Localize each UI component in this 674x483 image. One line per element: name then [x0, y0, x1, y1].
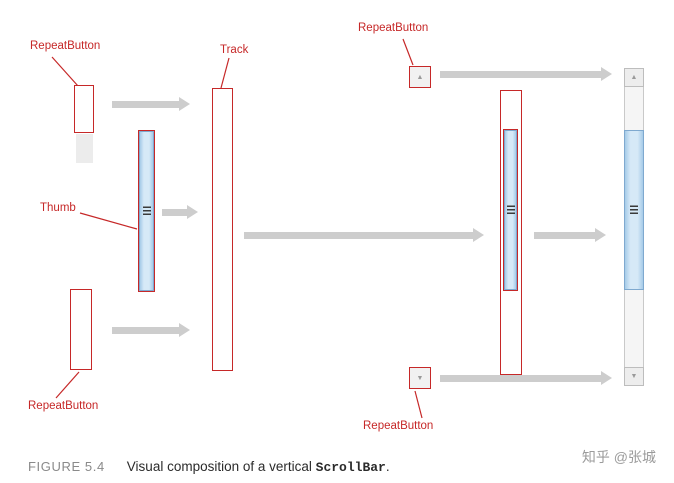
down-triangle-icon: ▼	[630, 373, 638, 380]
figure-caption: FIGURE 5.4 Visual composition of a verti…	[28, 459, 390, 475]
scrollbar-up-button: ▲	[624, 68, 644, 87]
track-part	[212, 88, 233, 371]
leader-thumb	[79, 212, 138, 230]
caption-code-text: ScrollBar	[315, 460, 386, 475]
repeatbutton-part-bottom-left	[70, 289, 92, 370]
label-thumb: Thumb	[40, 202, 76, 214]
repeatbutton-remnant	[76, 134, 93, 163]
leader-repeatbutton-bottom-left	[55, 371, 80, 399]
composite-thumb	[503, 129, 518, 291]
composite-thumb-fill	[504, 130, 517, 290]
arrow-top-left	[112, 97, 190, 111]
composite-track	[500, 90, 522, 375]
repeatbutton-down-part: ▼	[409, 367, 431, 389]
leader-repeatbutton-top-left	[51, 56, 79, 87]
label-track: Track	[220, 44, 249, 56]
repeatbutton-part-top-left	[74, 85, 94, 133]
arrow-center-long	[244, 228, 484, 242]
leader-repeatbutton-top-right	[402, 38, 414, 66]
thumb-grip-icon	[142, 206, 151, 216]
figure-canvas: RepeatButton Track Thumb RepeatButton Re…	[28, 22, 644, 432]
assembled-scrollbar: ▲ ▼	[624, 68, 644, 386]
label-repeatbutton-top-left: RepeatButton	[30, 40, 101, 52]
figure-number: FIGURE 5.4	[28, 459, 105, 474]
leader-repeatbutton-bottom-right	[414, 390, 423, 419]
thumb-grip-icon	[506, 205, 515, 215]
up-triangle-icon: ▲	[416, 73, 424, 81]
watermark: 知乎 @张城	[581, 449, 656, 465]
arrow-up-button	[440, 67, 612, 81]
label-repeatbutton-top-right: RepeatButton	[358, 22, 429, 34]
label-repeatbutton-bottom-left: RepeatButton	[28, 400, 99, 412]
down-triangle-icon: ▼	[416, 374, 424, 382]
arrow-thumb	[162, 205, 198, 219]
up-triangle-icon: ▲	[630, 74, 638, 81]
repeatbutton-up-part: ▲	[409, 66, 431, 88]
arrow-down-button	[440, 371, 612, 385]
arrow-bottom-left	[112, 323, 190, 337]
scrollbar-down-button: ▼	[624, 367, 644, 386]
leader-track	[220, 57, 230, 89]
caption-text: Visual composition of a vertical ScrollB…	[126, 459, 390, 475]
thumb-grip-icon	[630, 205, 638, 215]
scrollbar-thumb	[624, 130, 644, 290]
thumb-fill	[139, 131, 154, 291]
label-repeatbutton-bottom-right: RepeatButton	[363, 420, 434, 432]
scrollbar-thumb-fill	[624, 130, 644, 290]
thumb-part	[138, 130, 155, 292]
arrow-composite	[534, 228, 606, 242]
